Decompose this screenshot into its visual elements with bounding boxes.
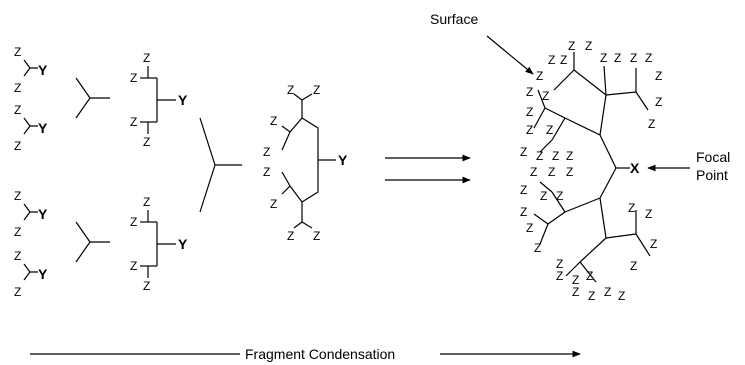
z-group: Z: [655, 69, 662, 83]
molecule-bonds: [30, 35, 690, 358]
z-group: Z: [130, 215, 137, 229]
z-group: Z: [585, 39, 592, 53]
dendrimer-skeleton: [533, 52, 651, 283]
focal-group-labels: Y Y Y Y Y Y Y X: [38, 62, 640, 282]
z-group: Z: [648, 117, 655, 131]
z-group: Z: [536, 69, 543, 83]
z-group: Z: [552, 149, 559, 163]
z-group: Z: [534, 241, 541, 255]
z-group: Z: [628, 201, 635, 215]
z-group: Z: [520, 183, 527, 197]
z-group: Z: [14, 285, 21, 299]
z-group: Z: [14, 189, 21, 203]
z-group: Z: [313, 229, 320, 243]
z-group: Z: [14, 249, 21, 263]
z-group: Z: [600, 51, 607, 65]
surface-label: Surface: [430, 11, 478, 27]
z-group: Z: [130, 115, 137, 129]
z-group: Z: [546, 123, 553, 137]
z-group: Z: [542, 89, 549, 103]
z-group: Z: [548, 165, 555, 179]
z-group: Z: [263, 165, 270, 179]
y-group: Y: [178, 236, 188, 252]
z-group: Z: [520, 145, 527, 159]
z-group: Z: [130, 71, 137, 85]
z-group: Z: [650, 237, 657, 251]
y-group: Y: [178, 92, 188, 108]
z-group: Z: [586, 269, 593, 283]
z-group: Z: [548, 53, 555, 67]
fragment-condensation-label: Fragment Condensation: [245, 346, 395, 362]
z-group: Z: [556, 257, 563, 271]
z-group: Z: [536, 149, 543, 163]
y-group: Y: [38, 206, 48, 222]
dendron-gen2: [281, 93, 336, 229]
condensation-arrows: [385, 154, 471, 184]
z-group: Z: [556, 269, 563, 283]
z-group: Z: [572, 285, 579, 299]
z-group: Z: [540, 189, 547, 203]
z-group: Z: [526, 123, 533, 137]
z-group: Z: [618, 289, 625, 303]
z-group: Z: [143, 135, 150, 149]
z-group: Z: [588, 289, 595, 303]
z-group: Z: [556, 189, 563, 203]
z-group: Z: [630, 51, 637, 65]
z-group: Z: [526, 105, 533, 119]
y-group: Y: [38, 266, 48, 282]
z-group: Z: [520, 205, 527, 219]
z-group: Z: [530, 165, 537, 179]
monomer-bonds: [23, 59, 38, 281]
z-group: Z: [566, 149, 573, 163]
z-group: Z: [263, 145, 270, 159]
y-group: Y: [38, 120, 48, 136]
z-group: Z: [572, 273, 579, 287]
z-group: Z: [270, 114, 277, 128]
z-group: Z: [143, 195, 150, 209]
z-group: Z: [614, 51, 621, 65]
z-group: Z: [14, 81, 21, 95]
z-group: Z: [645, 51, 652, 65]
z-group: Z: [526, 221, 533, 235]
z-group: Z: [143, 279, 150, 293]
coupling-symbol-top: [75, 77, 110, 119]
y-group: Y: [338, 152, 348, 168]
z-group: Z: [560, 53, 567, 67]
z-group: Z: [568, 39, 575, 53]
z-group: Z: [270, 197, 277, 211]
z-group: Z: [287, 229, 294, 243]
z-group: Z: [526, 85, 533, 99]
coupling-symbol-bottom: [75, 221, 110, 263]
z-group: Z: [130, 259, 137, 273]
x-focal-atom: X: [630, 160, 640, 176]
z-group: Z: [14, 139, 21, 153]
z-group: Z: [630, 259, 637, 273]
z-group: Z: [566, 165, 573, 179]
z-group: Z: [604, 285, 611, 299]
z-group: Z: [645, 207, 652, 221]
y-group: Y: [38, 62, 48, 78]
focal-label-line1: Focal: [696, 149, 730, 165]
surface-pointer-arrow: [486, 35, 534, 75]
focal-label-line2: Point: [696, 167, 728, 183]
z-terminal-groups: Z Z Z Z Z Z Z Z Z Z Z Z Z Z Z Z Z Z Z Z …: [14, 39, 662, 303]
dendron-gen1-top: [140, 66, 176, 134]
z-group: Z: [14, 225, 21, 239]
coupling-symbol-large: [199, 117, 242, 213]
z-group: Z: [14, 103, 21, 117]
z-group: Z: [655, 95, 662, 109]
z-group: Z: [14, 45, 21, 59]
z-group: Z: [313, 83, 320, 97]
z-group: Z: [287, 83, 294, 97]
dendron-gen1-bottom: [140, 210, 176, 278]
z-group: Z: [143, 51, 150, 65]
